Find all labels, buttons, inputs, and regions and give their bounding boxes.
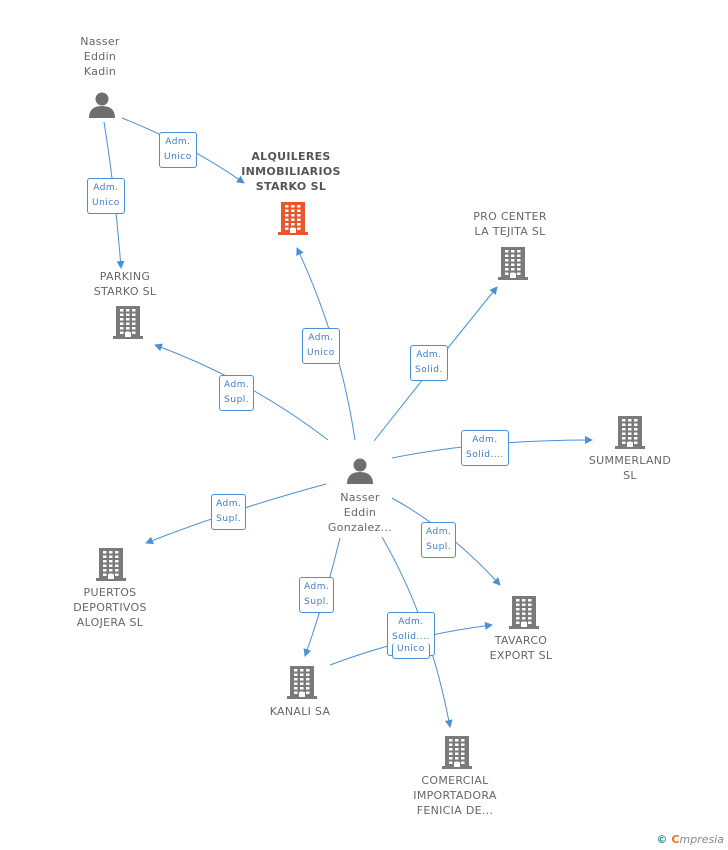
badge-line: Adm. (165, 137, 191, 147)
building-icon[interactable] (441, 734, 473, 770)
node-label: PARKING STARKO SL (70, 269, 180, 299)
badge-line: Adm. (216, 499, 242, 509)
company-node-tavarco[interactable]: TAVARCO EXPORT SL (466, 633, 576, 663)
building-icon[interactable] (112, 304, 144, 340)
node-label: TAVARCO EXPORT SL (466, 633, 576, 663)
brand-rest: mpresia (679, 833, 724, 846)
node-label: ALQUILERES INMOBILIARIOS STARKO SL (226, 149, 356, 194)
badge-line: Supl. (224, 395, 250, 405)
badge-line: Supl. (304, 597, 330, 607)
badge-line: Solid.... (466, 450, 504, 460)
label-line: SL (623, 469, 637, 482)
label-line: PUERTOS (83, 586, 137, 599)
node-label: COMERCIAL IMPORTADORA FENICIA DE... (395, 773, 515, 818)
node-label: Nasser Eddin Gonzalez... (310, 490, 410, 535)
badge-line: Adm. (416, 350, 442, 360)
node-label: KANALI SA (245, 704, 355, 719)
copyright-icon: © (656, 833, 668, 846)
building-icon[interactable] (508, 594, 540, 630)
label-line: COMERCIAL (421, 774, 489, 787)
label-line: STARKO SL (255, 180, 327, 193)
label-line: EXPORT SL (489, 649, 553, 662)
label-line: TAVARCO (494, 634, 548, 647)
label-line: IMPORTADORA (413, 789, 497, 802)
building-icon[interactable] (277, 200, 309, 236)
label-line: ALQUILERES (251, 150, 331, 163)
label-line: Kadin (83, 65, 117, 78)
role-badge[interactable]: Adm. Unico (302, 328, 340, 364)
label-line: PARKING (99, 270, 151, 283)
label-line: Eddin (83, 50, 117, 63)
role-badge[interactable]: Adm. Solid.... (461, 430, 509, 466)
badge-line: Unico (307, 348, 335, 358)
label-line: PRO CENTER (473, 210, 547, 223)
brand-logo: Cmpresia (671, 833, 724, 846)
label-line: Gonzalez... (327, 521, 393, 534)
badge-line: Supl. (216, 514, 242, 524)
person-node-gonzalez[interactable]: Nasser Eddin Gonzalez... (310, 490, 410, 535)
label-line: Nasser (340, 491, 380, 504)
label-line: INMOBILIARIOS (241, 165, 341, 178)
badge-line: Solid. (415, 365, 443, 375)
company-node-parking[interactable]: PARKING STARKO SL (70, 269, 180, 299)
badge-line: Adm. (224, 380, 250, 390)
node-label: PUERTOS DEPORTIVOS ALOJERA SL (55, 585, 165, 630)
person-node-kadin[interactable]: Nasser Eddin Kadin (55, 34, 145, 79)
badge-line: Adm. (304, 582, 330, 592)
company-node-comercial[interactable]: COMERCIAL IMPORTADORA FENICIA DE... (395, 773, 515, 818)
badge-line: Unico (92, 198, 120, 208)
badge-line: Unico (164, 152, 192, 162)
role-badge[interactable]: Adm. Supl. (299, 577, 335, 613)
company-node-summerland[interactable]: SUMMERLAND SL (575, 453, 685, 483)
label-line: DEPORTIVOS (73, 601, 147, 614)
badge-line: Unico (397, 644, 425, 654)
node-label: SUMMERLAND SL (575, 453, 685, 483)
label-line: Eddin (343, 506, 377, 519)
company-node-alquileres[interactable]: ALQUILERES INMOBILIARIOS STARKO SL (226, 149, 356, 194)
role-badge[interactable]: Adm. Supl. (219, 375, 255, 411)
person-icon[interactable] (346, 456, 374, 484)
label-line: Nasser (80, 35, 120, 48)
label-line: FENICIA DE... (416, 804, 494, 817)
person-icon[interactable] (88, 90, 116, 118)
footer-brand[interactable]: ©Cmpresia (656, 833, 724, 846)
brand-first: C (671, 833, 680, 846)
role-badge-overlap[interactable]: Unico (392, 643, 430, 659)
company-node-puertos[interactable]: PUERTOS DEPORTIVOS ALOJERA SL (55, 585, 165, 630)
building-icon[interactable] (95, 546, 127, 582)
label-line: STARKO SL (93, 285, 157, 298)
badge-line: Solid.... (392, 632, 430, 642)
badge-line: Adm. (93, 183, 119, 193)
role-badge[interactable]: Adm. Solid. (410, 345, 448, 381)
company-node-procenter[interactable]: PRO CENTER LA TEJITA SL (455, 209, 565, 239)
building-icon[interactable] (614, 414, 646, 450)
role-badge[interactable]: Adm. Unico (87, 178, 125, 214)
building-icon[interactable] (497, 245, 529, 281)
building-icon[interactable] (286, 664, 318, 700)
company-node-kanali[interactable]: KANALI SA (245, 704, 355, 719)
node-label: PRO CENTER LA TEJITA SL (455, 209, 565, 239)
label-line: LA TEJITA SL (474, 225, 546, 238)
badge-line: Adm. (398, 617, 424, 627)
label-line: KANALI SA (269, 705, 331, 718)
badge-line: Adm. (472, 435, 498, 445)
role-badge[interactable]: Adm. Supl. (421, 522, 457, 558)
node-label: Nasser Eddin Kadin (55, 34, 145, 79)
badge-line: Adm. (426, 527, 452, 537)
role-badge[interactable]: Adm. Supl. (211, 494, 247, 530)
label-line: SUMMERLAND (588, 454, 672, 467)
label-line: ALOJERA SL (76, 616, 144, 629)
badge-line: Adm. (308, 333, 334, 343)
badge-line: Supl. (426, 542, 452, 552)
role-badge[interactable]: Adm. Unico (159, 132, 197, 168)
